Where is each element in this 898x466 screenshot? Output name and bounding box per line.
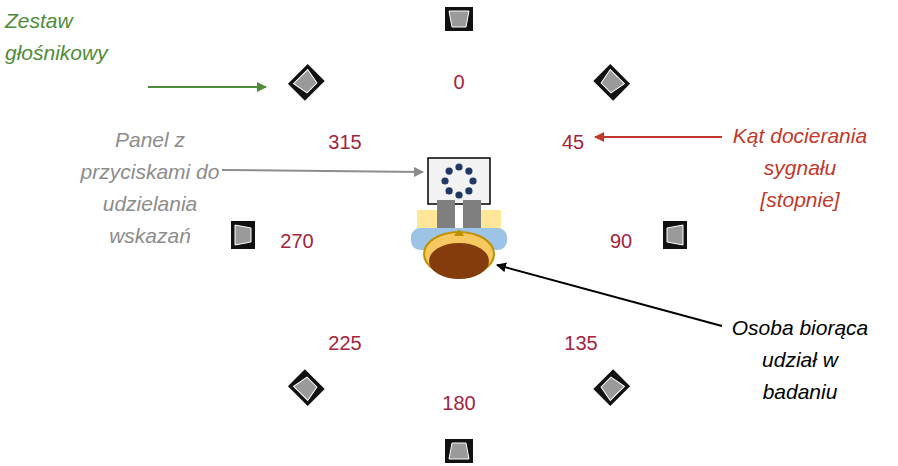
speaker-symbol: [231, 221, 255, 249]
callout-label: Panel z przyciskami do udzielania wskaza…: [80, 124, 220, 252]
listening-area-circle: 0 45 90 135 180 225 270 315: [231, 7, 687, 463]
leader-arrow: [497, 265, 722, 326]
leader-arrow: [148, 86, 266, 88]
speaker-symbol: [593, 64, 630, 101]
speaker-symbol: [445, 439, 473, 463]
angle-label: 270: [280, 230, 313, 253]
angle-label: 45: [562, 131, 584, 154]
angle-label: 180: [442, 392, 475, 415]
speaker-symbol: [663, 221, 687, 249]
speaker-symbol: [288, 369, 325, 406]
angle-label: 90: [610, 230, 632, 253]
callout-label: Zestaw głośnikowy: [5, 5, 155, 69]
speaker-symbol: [445, 7, 473, 31]
angle-label: 135: [564, 332, 597, 355]
angle-label: 315: [328, 131, 361, 154]
leader-arrow: [595, 136, 722, 138]
callout-label: Kąt docierania sygnału [stopnie]: [725, 120, 875, 216]
callout-label: Osoba biorąca udział w badaniu: [726, 312, 874, 408]
speaker-symbol: [288, 64, 325, 101]
button-panel: [428, 158, 490, 204]
angle-label: 225: [328, 332, 361, 355]
angle-label: 0: [453, 71, 464, 94]
person-figure: [411, 200, 507, 279]
speaker-symbol: [593, 369, 630, 406]
leader-arrow: [222, 170, 423, 172]
